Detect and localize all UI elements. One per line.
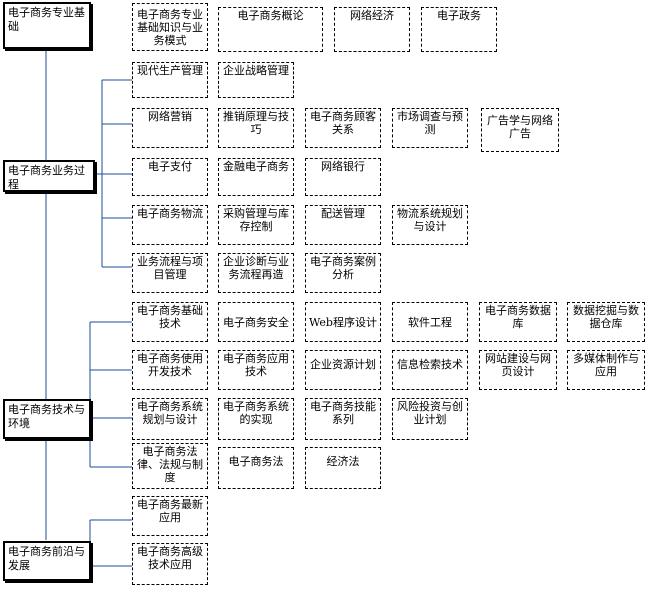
course-box: 电子商务案例分析 [305,253,381,293]
course-box: 采购管理与库存控制 [218,205,294,245]
course-box: 企业资源计划 [305,350,381,390]
course-box: 经济法 [305,447,381,489]
category-technology-environment-label: 电子商务技术与环境 [8,403,85,430]
course-box: 电子商务专业基础知识与业务模式 [132,3,208,51]
course-box: 电子商务数据库 [479,302,557,342]
course-box: 电子商务安全 [218,302,294,342]
course-box: 物流系统规划与设计 [392,205,468,245]
course-box: 配送管理 [305,205,381,245]
course-box: 企业战略管理 [218,62,294,98]
category-foundation: 电子商务专业基础 [3,2,91,49]
course-box: 电子商务技能系列 [305,398,381,440]
course-box: 网络营销 [132,108,208,148]
course-box: 网站建设与网页设计 [479,350,557,390]
course-box: 电子商务基础技术 [132,302,208,342]
course-box: 企业诊断与业务流程再造 [218,253,294,293]
course-box: 电子支付 [132,158,208,196]
course-box: 电子商务应用技术 [218,350,294,390]
course-box: 网络经济 [334,7,410,52]
course-box: 软件工程 [392,302,468,342]
course-box: 电子商务法律、法规与制度 [132,443,208,489]
category-frontier-development-label: 电子商务前沿与发展 [8,545,85,572]
category-business-process: 电子商务业务过程 [3,160,95,192]
category-frontier-development: 电子商务前沿与发展 [3,541,91,581]
course-box: 电子商务使用开发技术 [132,350,208,390]
course-box: 现代生产管理 [132,62,208,98]
course-box: 电子商务概论 [218,7,323,52]
course-box: 广告学与网络广告 [481,108,559,152]
category-foundation-label: 电子商务专业基础 [8,6,85,33]
course-box: 金融电子商务 [218,158,294,196]
course-box: 电子商务法 [218,447,294,489]
course-box: 电子商务最新应用 [132,496,208,536]
course-box: 电子商务物流 [132,205,208,245]
course-box: Web程序设计 [305,302,381,342]
category-technology-environment: 电子商务技术与环境 [3,399,91,439]
course-box: 电子商务高级技术应用 [132,543,208,585]
course-box: 数据挖掘与数据仓库 [567,302,645,342]
course-box: 电子政务 [421,7,497,52]
course-box: 网络银行 [305,158,381,196]
course-box: 电子商务系统的实现 [218,398,294,440]
course-box: 信息检索技术 [392,350,468,390]
course-box: 多媒体制作与应用 [567,350,645,390]
course-box: 电子商务系统规划与设计 [132,398,208,440]
course-box: 推销原理与技巧 [218,108,294,148]
course-box: 电子商务顾客关系 [305,108,381,148]
course-box: 风险投资与创业计划 [392,398,468,440]
category-business-process-label: 电子商务业务过程 [8,164,85,191]
course-box: 市场调查与预测 [392,108,468,148]
course-box: 业务流程与项目管理 [132,253,208,293]
